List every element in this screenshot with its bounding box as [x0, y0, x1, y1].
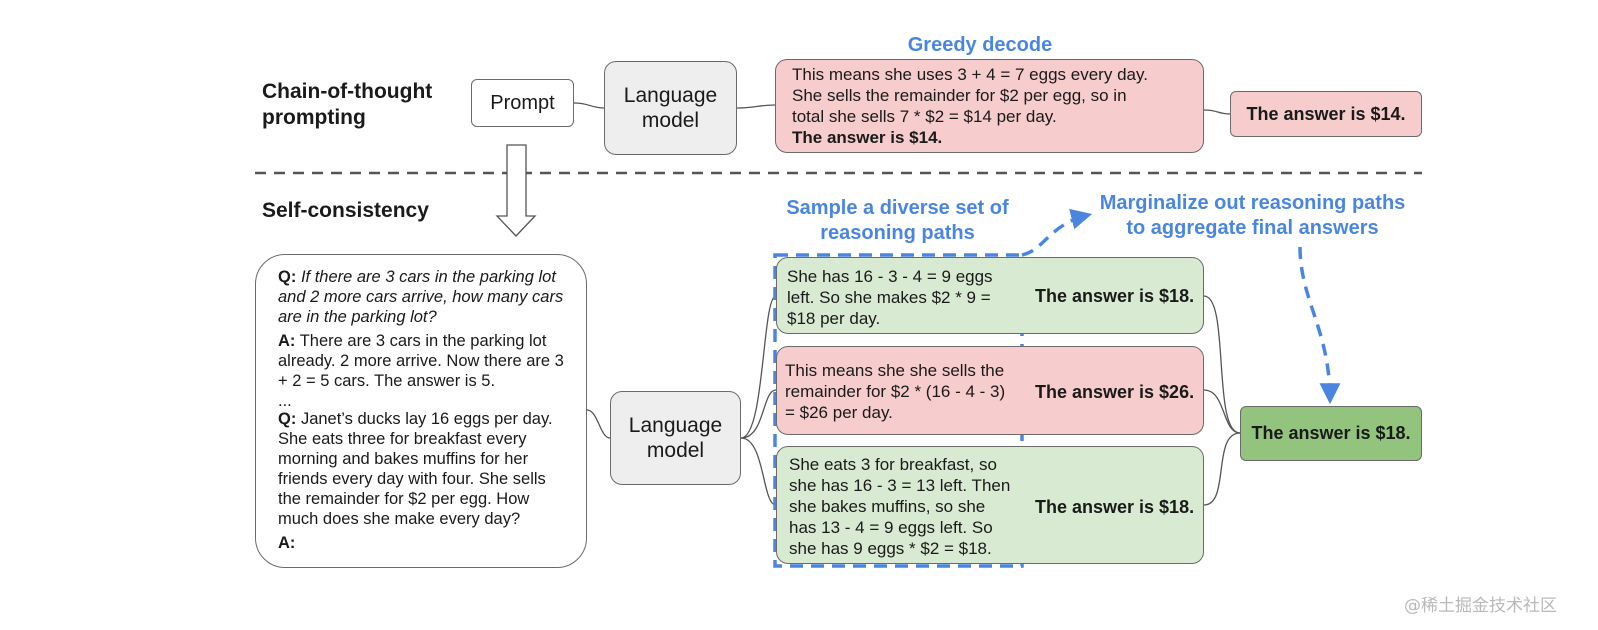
prompt-a1: A: There are 3 cars in the parking lot a…	[278, 331, 566, 391]
connector-lm-greedy	[736, 104, 776, 109]
greedy-line-1: This means she uses 3 + 4 = 7 eggs every…	[792, 65, 1148, 84]
sc-lm-line-1: Language	[628, 414, 723, 437]
path-3-line-2: she has 16 - 3 = 13 left. Then	[789, 476, 1011, 495]
cot-prompt-box: Prompt	[471, 79, 574, 127]
prompt-q1: Q: If there are 3 cars in the parking lo…	[278, 267, 566, 327]
watermark: @稀土掘金技术社区	[1404, 596, 1557, 616]
connector-prompt-lm2	[586, 409, 611, 439]
sample-label-line-2: reasoning paths	[820, 222, 975, 244]
path-1-text: She has 16 - 3 - 4 = 9 eggs left. So she…	[787, 266, 1027, 329]
a2-label: A:	[278, 534, 296, 552]
path-2-line-1: This means she she sells the	[785, 361, 1005, 380]
a1-text: There are 3 cars in the parking lot alre…	[278, 332, 564, 390]
greedy-decode-box: This means she uses 3 + 4 = 7 eggs every…	[775, 59, 1204, 153]
path-2-line-3: = $26 per day.	[785, 403, 893, 422]
q1-text: If there are 3 cars in the parking lot a…	[278, 268, 564, 326]
connector-path3-final	[1203, 432, 1241, 506]
path-3-line-1: She eats 3 for breakfast, so	[789, 455, 997, 474]
marginalize-line-1: Marginalize out reasoning paths	[1099, 192, 1406, 214]
connector-path1-final	[1203, 295, 1241, 434]
greedy-line-3: total she sells 7 * $2 = $14 per day.	[792, 107, 1057, 126]
connector-lm2-path2	[740, 389, 777, 439]
marginalize-line-2: to aggregate final answers	[1126, 217, 1379, 239]
connector-path2-final	[1203, 389, 1241, 434]
path-3-line-4: has 13 - 4 = 9 eggs left. So	[789, 518, 993, 537]
sc-section-title: Self-consistency	[262, 199, 429, 222]
connector-lm2-path1	[740, 295, 777, 439]
path-1-answer: The answer is $18.	[1035, 286, 1195, 306]
sc-prompt-box: Q: If there are 3 cars in the parking lo…	[255, 254, 587, 568]
connector-prompt-lm	[573, 102, 606, 109]
reasoning-path-2: This means she she sells the remainder f…	[776, 346, 1204, 435]
blue-arrow-to-final	[1298, 246, 1341, 405]
reasoning-path-3: She eats 3 for breakfast, so she has 16 …	[776, 446, 1204, 564]
cot-title-line-2: prompting	[262, 106, 366, 129]
cot-language-model-box: Language model	[604, 61, 737, 155]
greedy-answer-line: The answer is $14.	[792, 128, 943, 147]
greedy-decode-label: Greedy decode	[907, 34, 1053, 56]
path-3-line-3: she bakes muffins, so she	[789, 497, 986, 516]
q1-label: Q:	[278, 268, 297, 286]
final-answer-box: The answer is $18.	[1240, 406, 1422, 461]
path-2-line-2: remainder for $2 * (16 - 4 - 3)	[785, 382, 1006, 401]
q2-label: Q:	[278, 410, 297, 428]
path-1-line-2: left. So she makes $2 * 9 =	[787, 288, 991, 307]
blue-arrow-to-marginalize	[1021, 208, 1093, 257]
sample-label-line-1: Sample a diverse set of	[786, 197, 1009, 219]
path-2-text: This means she she sells the remainder f…	[785, 360, 1030, 423]
cot-section-title: Chain-of-thought prompting	[262, 79, 432, 131]
reasoning-path-1: She has 16 - 3 - 4 = 9 eggs left. So she…	[776, 257, 1204, 334]
cot-title-line-1: Chain-of-thought	[262, 80, 433, 103]
prompt-q2: Q: Janet’s ducks lay 16 eggs per day. Sh…	[278, 409, 566, 529]
prompt-a2: A:	[278, 533, 566, 553]
q2-text: Janet’s ducks lay 16 eggs per day. She e…	[278, 410, 553, 528]
cot-lm-line-1: Language	[623, 84, 718, 107]
sc-lm-line-2: model	[646, 439, 705, 462]
cot-lm-line-2: model	[641, 109, 700, 132]
path-3-line-5: she has 9 eggs * $2 = $18.	[789, 539, 992, 558]
path-3-answer: The answer is $18.	[1035, 497, 1195, 517]
hollow-down-arrow	[495, 144, 537, 237]
prompt-ellipsis: ...	[278, 392, 292, 410]
sample-paths-label: Sample a diverse set of reasoning paths	[770, 196, 1025, 246]
path-1-line-3: $18 per day.	[787, 309, 881, 328]
connector-greedy-answer	[1203, 109, 1231, 115]
connector-lm2-path3	[740, 437, 777, 506]
path-2-answer: The answer is $26.	[1035, 382, 1195, 402]
sc-language-model-box: Language model	[610, 391, 741, 485]
marginalize-label: Marginalize out reasoning paths to aggre…	[1090, 191, 1415, 241]
path-3-text: She eats 3 for breakfast, so she has 16 …	[789, 454, 1029, 559]
path-1-line-1: She has 16 - 3 - 4 = 9 eggs	[787, 267, 993, 286]
greedy-line-2: She sells the remainder for $2 per egg, …	[792, 86, 1127, 105]
a1-label: A:	[278, 332, 296, 350]
cot-answer-box: The answer is $14.	[1230, 91, 1422, 137]
